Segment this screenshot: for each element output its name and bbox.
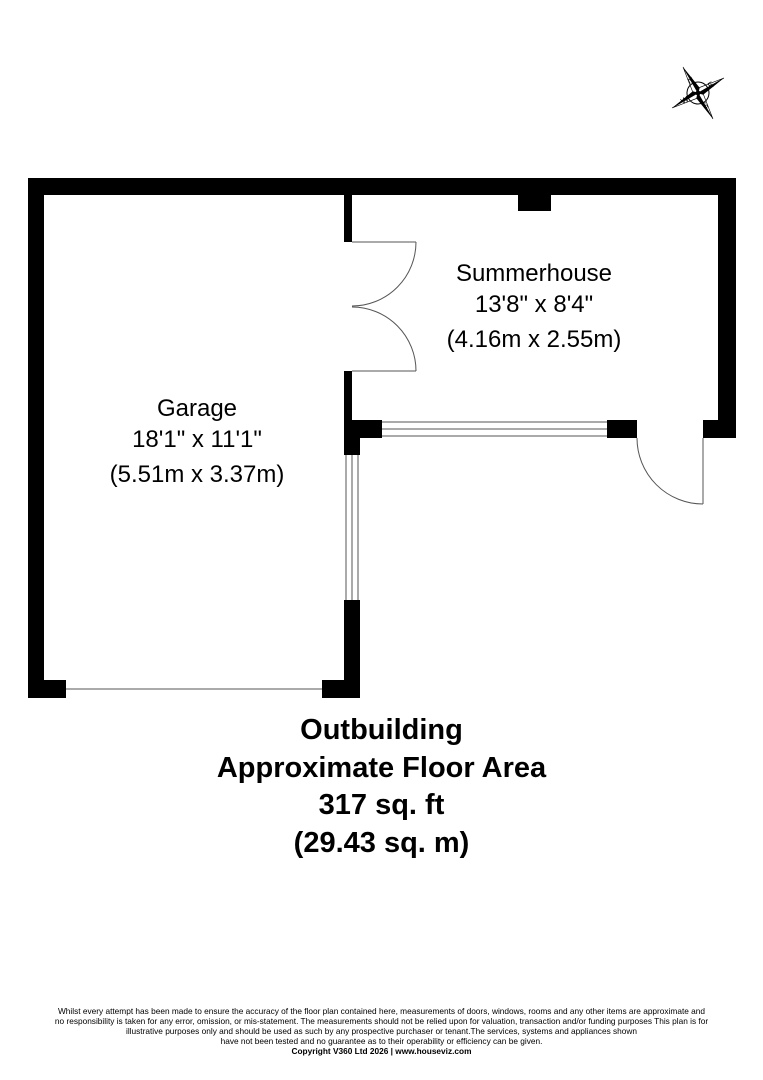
copyright-notice: Copyright V360 Ltd 2026 | www.houseviz.c…: [291, 1046, 472, 1056]
wall-partition-upper: [344, 195, 352, 242]
summary-area-sqm: (29.43 sq. m): [293, 826, 470, 859]
summary-subtitle: Approximate Floor Area: [216, 751, 547, 784]
wall-summerhouse-bottom: [607, 420, 637, 438]
compass-letter-w: W: [679, 94, 690, 106]
wall-garage-bottom-left: [28, 680, 66, 698]
disclaimer-line-1: Whilst every attempt has been made to en…: [57, 1006, 706, 1016]
summary-title: Outbuilding: [300, 714, 463, 746]
garage-imperial: 18'1" x 11'1": [132, 426, 262, 453]
partition-double-door: [351, 241, 417, 372]
disclaimer-line-2: no responsibility is taken for any error…: [54, 1016, 709, 1026]
disclaimer-line-4: have not been tested and no guarantee as…: [220, 1036, 543, 1046]
wall-nib: [518, 195, 551, 211]
room-label-summerhouse: Summerhouse 13'8" x 8'4" (4.16m x 2.55m): [447, 260, 622, 353]
disclaimer-line-3: illustrative purposes only and should be…: [126, 1026, 637, 1036]
disclaimer: Whilst every attempt has been made to en…: [10, 1006, 753, 1056]
garage-metric: (5.51m x 3.37m): [110, 461, 285, 488]
compass-letter-n: N: [686, 75, 696, 86]
summary-area-sqft: 317 sq. ft: [318, 789, 445, 821]
garage-window: [345, 455, 359, 600]
wall-garage-right-lower: [344, 600, 360, 698]
walls: [28, 178, 736, 698]
wall-partition-lower: [344, 371, 352, 438]
wall-summerhouse-right-stub: [703, 420, 736, 438]
summerhouse-entry-door: [636, 437, 704, 505]
fixtures: [66, 241, 704, 690]
room-label-garage: Garage 18'1" x 11'1" (5.51m x 3.37m): [110, 395, 285, 488]
compass-letter-e: E: [706, 80, 715, 90]
wall-garage-left: [28, 178, 44, 698]
compass-letter-s: S: [701, 100, 710, 110]
summerhouse-window: [382, 421, 607, 437]
wall-summerhouse-right: [718, 178, 736, 438]
wall-top: [28, 178, 736, 195]
summerhouse-name: Summerhouse: [456, 260, 612, 287]
summerhouse-metric: (4.16m x 2.55m): [447, 326, 622, 353]
garage-name: Garage: [157, 395, 237, 422]
compass-rose-icon: N E S W: [671, 66, 725, 120]
summerhouse-imperial: 13'8" x 8'4": [475, 291, 593, 318]
floor-area-summary: Outbuilding Approximate Floor Area 317 s…: [0, 712, 763, 862]
